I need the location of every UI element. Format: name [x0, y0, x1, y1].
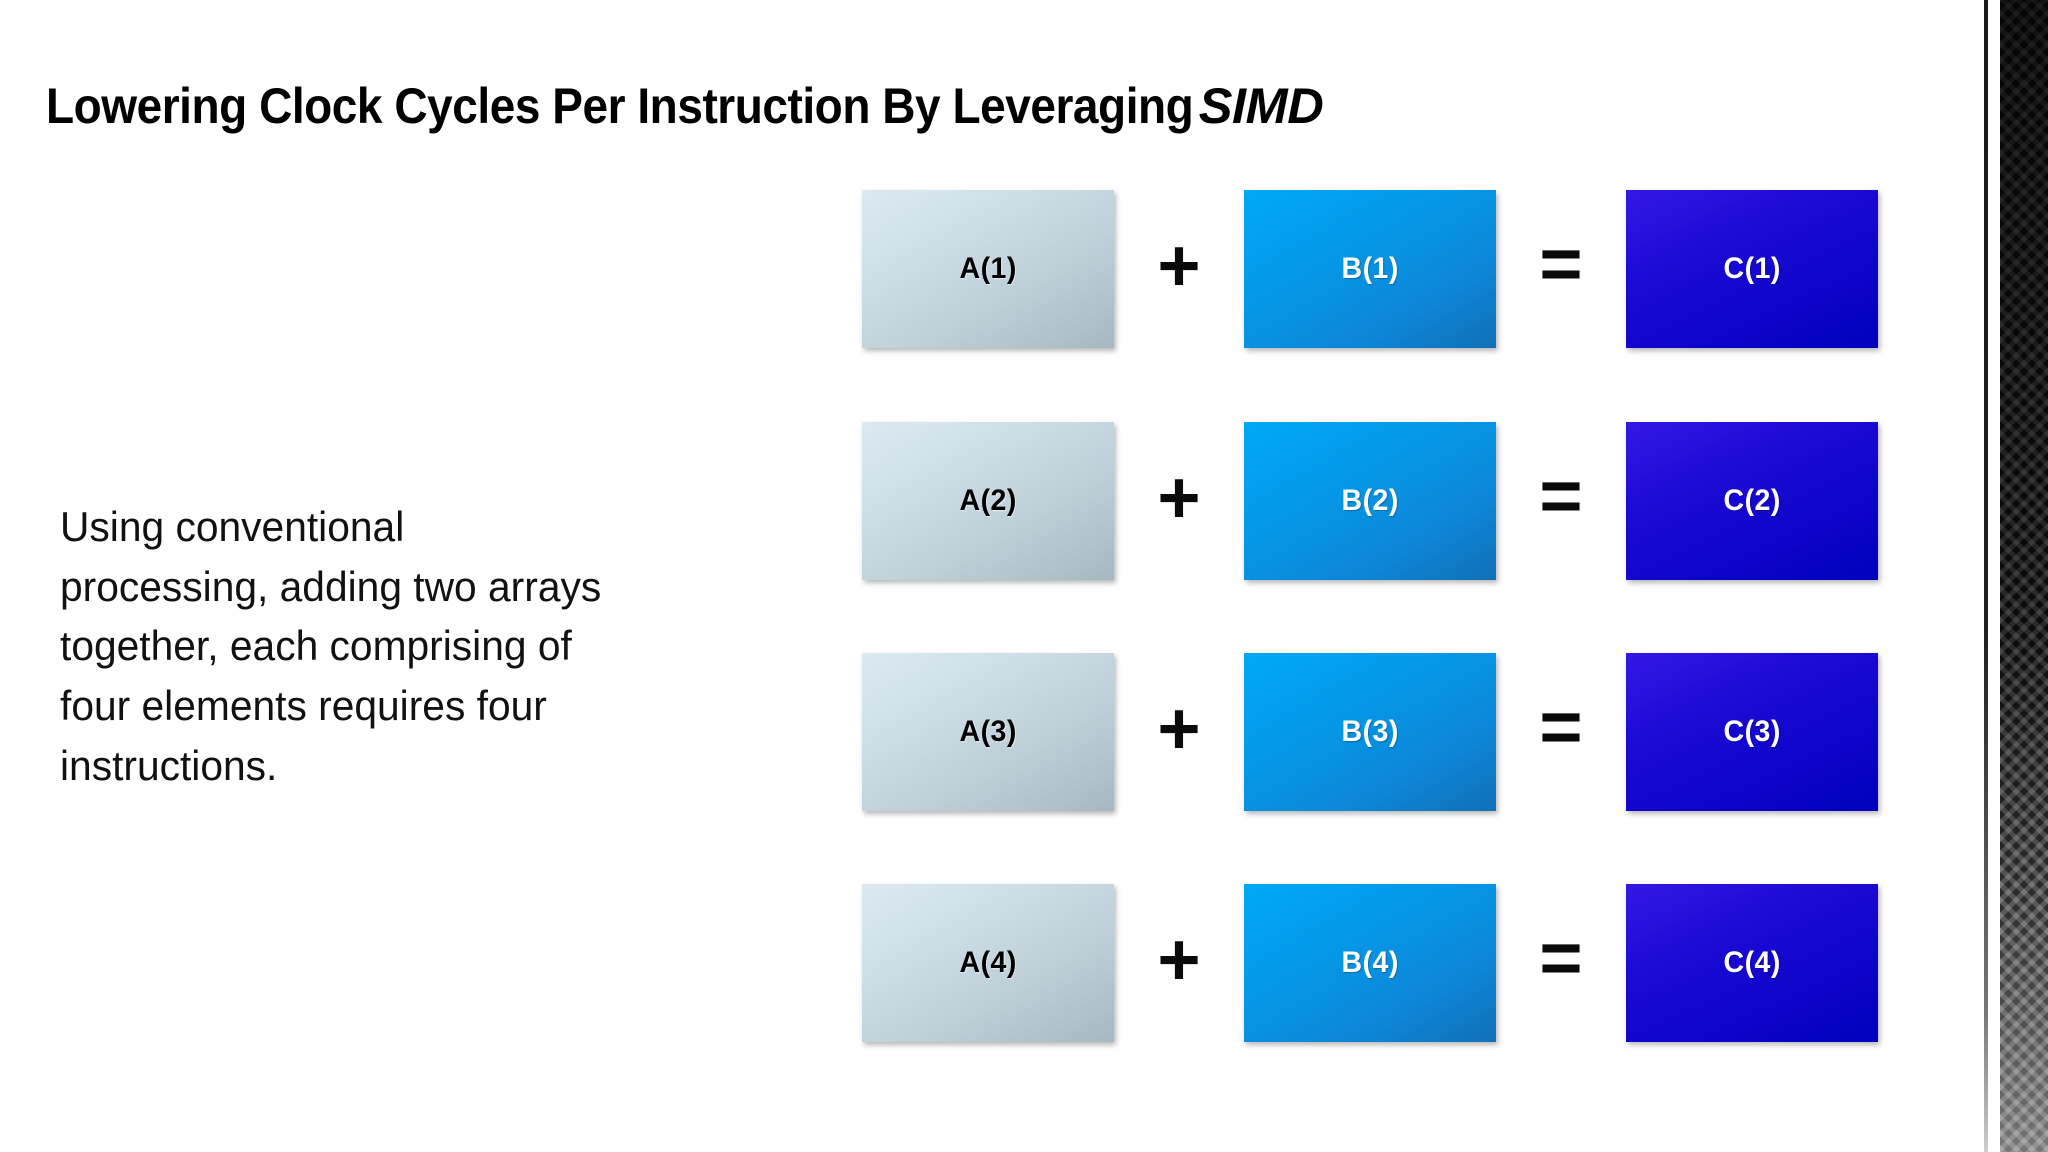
equals-icon: =	[1539, 685, 1583, 768]
operand-a-label: A(1)	[959, 252, 1017, 285]
page-title: Lowering Clock Cycles Per Instruction By…	[46, 77, 1757, 134]
operand-a-block: A(2)	[862, 422, 1114, 580]
operand-b-block: B(3)	[1244, 653, 1496, 811]
plus-icon: +	[1157, 224, 1201, 307]
operand-a-block: A(3)	[862, 653, 1114, 811]
right-edge-gap	[1988, 0, 2000, 1152]
equation-row: A(1) + B(1) = C(1)	[862, 190, 1882, 348]
operand-a-label: A(4)	[959, 946, 1017, 979]
operand-b-block: B(4)	[1244, 884, 1496, 1042]
plus-icon: +	[1157, 687, 1201, 770]
plus-icon: +	[1157, 918, 1201, 1001]
operand-b-label: B(2)	[1341, 484, 1399, 517]
result-c-block: C(3)	[1626, 653, 1878, 811]
result-c-label: C(4)	[1723, 946, 1781, 979]
equals-icon: =	[1539, 222, 1583, 305]
result-c-block: C(2)	[1626, 422, 1878, 580]
page-title-emphasis: SIMD	[1198, 77, 1324, 134]
plus-icon: +	[1157, 456, 1201, 539]
body-paragraph: Using conventional processing, adding tw…	[60, 503, 602, 789]
operand-b-label: B(4)	[1341, 946, 1399, 979]
right-edge-divider-line	[1984, 0, 1988, 1152]
result-c-label: C(3)	[1723, 715, 1781, 748]
operand-b-label: B(1)	[1341, 252, 1399, 285]
equation-row: A(3) + B(3) = C(3)	[862, 653, 1882, 811]
equals-icon: =	[1539, 454, 1583, 537]
page-title-main: Lowering Clock Cycles Per Instruction By…	[46, 77, 1194, 134]
operand-a-block: A(4)	[862, 884, 1114, 1042]
right-edge-weave-texture	[2000, 0, 2048, 1152]
simd-equation-diagram: A(1) + B(1) = C(1) A(2) + B(2) = C(2) A(…	[862, 190, 1882, 1050]
result-c-block: C(1)	[1626, 190, 1878, 348]
result-c-label: C(2)	[1723, 484, 1781, 517]
operand-b-label: B(3)	[1341, 715, 1399, 748]
equals-icon: =	[1539, 916, 1583, 999]
operand-a-label: A(3)	[959, 715, 1017, 748]
operand-b-block: B(1)	[1244, 190, 1496, 348]
equation-row: A(2) + B(2) = C(2)	[862, 422, 1882, 580]
result-c-block: C(4)	[1626, 884, 1878, 1042]
result-c-label: C(1)	[1723, 252, 1781, 285]
equation-row: A(4) + B(4) = C(4)	[862, 884, 1882, 1042]
operand-a-label: A(2)	[959, 484, 1017, 517]
operand-a-block: A(1)	[862, 190, 1114, 348]
operand-b-block: B(2)	[1244, 422, 1496, 580]
